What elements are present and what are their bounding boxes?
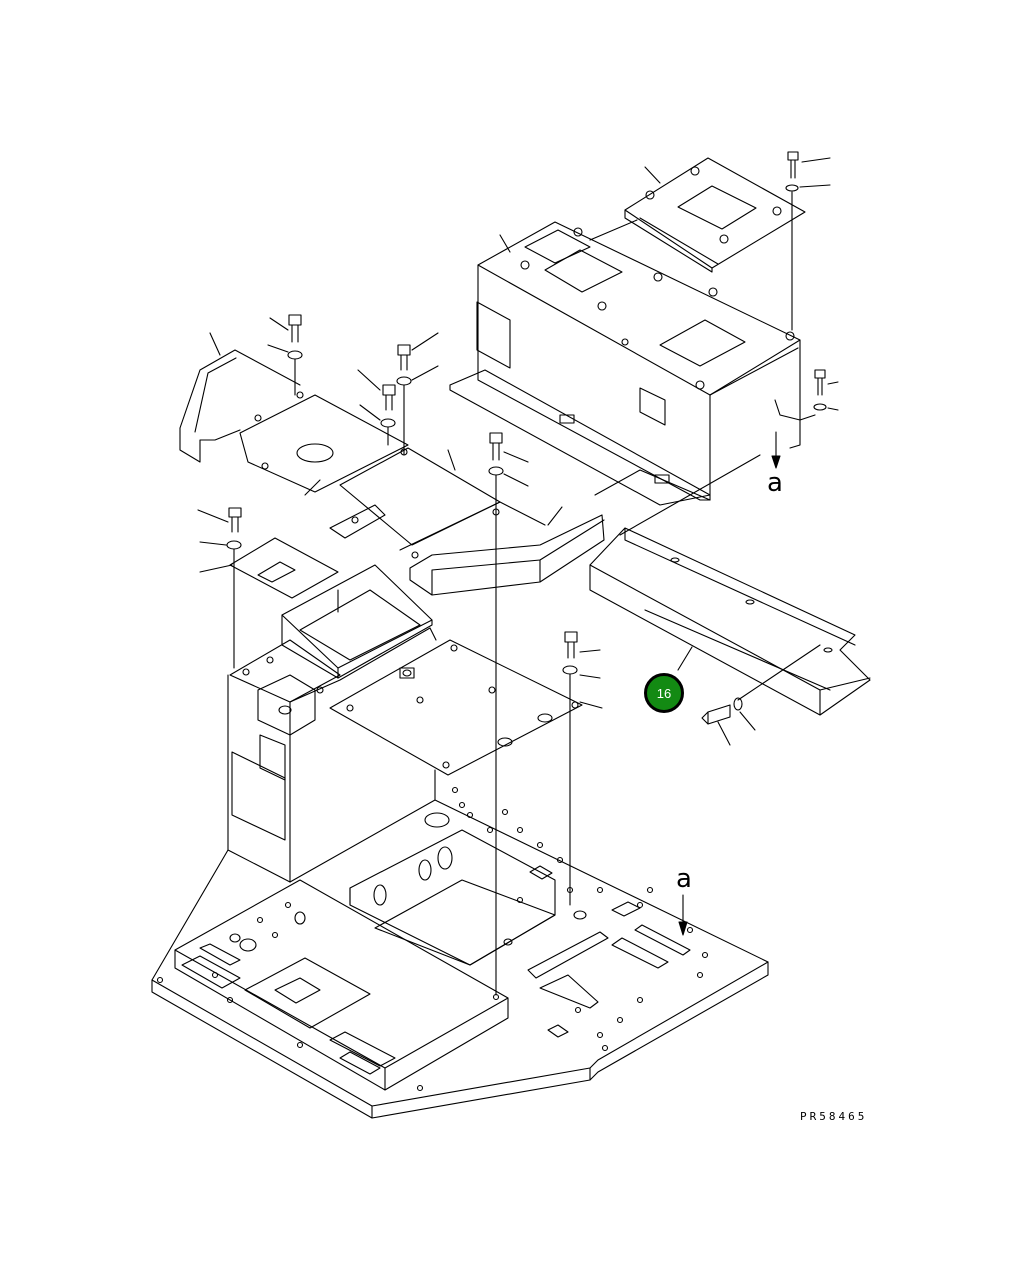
top-cover-plate xyxy=(589,157,806,273)
arrow-label-bottom: a xyxy=(676,864,692,894)
operator-console xyxy=(227,537,437,883)
left-side-cover xyxy=(179,332,301,463)
channel-rail-part-16 xyxy=(589,527,871,716)
bolt-rail xyxy=(701,697,756,746)
floor-access-plate xyxy=(329,639,583,776)
bolt-group-mid-left xyxy=(267,314,529,996)
cab-frame-box xyxy=(449,221,801,536)
main-floor-frame xyxy=(151,769,769,1119)
callout-16-button[interactable]: 16 xyxy=(644,673,684,713)
arrow-label-top: a xyxy=(767,468,783,498)
bolt-group-top-right xyxy=(771,151,839,469)
bolt-group-console xyxy=(197,507,242,669)
callout-16-label: 16 xyxy=(656,685,672,701)
bolt-group-floor-plate xyxy=(562,631,603,906)
center-tunnel-cover xyxy=(339,447,605,596)
reference-arrow-bottom xyxy=(678,894,688,936)
drawing-number: PR58465 xyxy=(800,1110,868,1123)
left-floor-plate xyxy=(239,391,409,539)
